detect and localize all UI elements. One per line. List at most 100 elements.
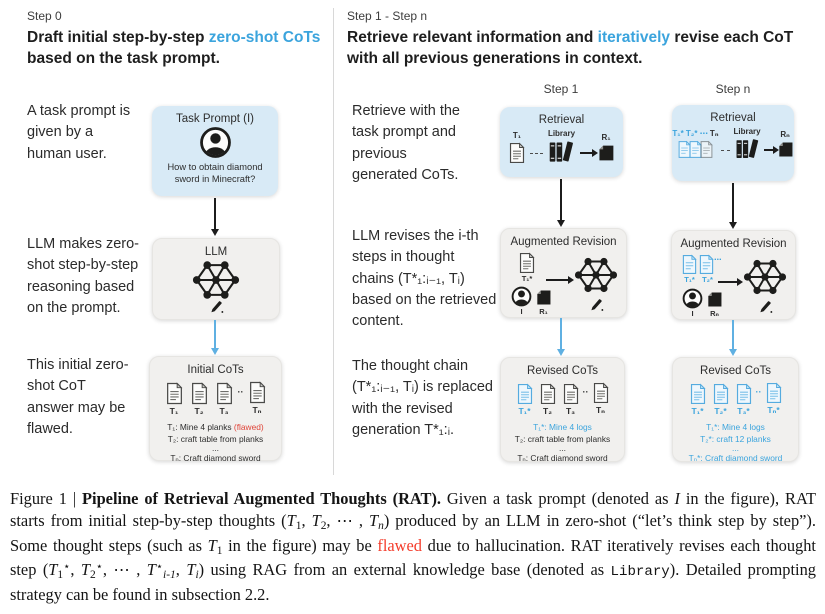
left-side-text-1: A task prompt is given by a human user.: [27, 103, 131, 162]
caption-segment: 2: [89, 569, 96, 582]
caption-segment: ⋆: [63, 559, 71, 574]
cot-line: T₁: Mine 4 planks (flawed): [150, 422, 281, 434]
library-label: Library: [733, 127, 761, 136]
document-icon: [166, 382, 182, 405]
right-heading-blue: iteratively: [597, 29, 671, 46]
retrieval-box-step1: Retrieval T₁ Library: [500, 107, 623, 177]
cot-line: T₂: craft table from planks: [514, 433, 611, 444]
retrieved-page-icon: [537, 290, 551, 305]
dashed-connector: [530, 152, 543, 154]
doc-label: T₂*: [714, 406, 727, 416]
revised-cots-title: Revised CoTs: [527, 365, 598, 377]
doc-stack: [677, 140, 714, 159]
cot-line: T₁*: Mine 4 logs: [533, 422, 592, 432]
retrieval-input-label: T₁* T₂* ⋯ Tₙ: [672, 129, 718, 138]
cot-line: Tₙ*: Craft diamond sword: [688, 452, 783, 463]
doc-label: Tₙ: [595, 405, 606, 415]
right-heading-pre: Retrieve relevant information and: [347, 29, 598, 46]
caption-segment: I: [674, 489, 680, 508]
doc-cell: T₁*: [516, 383, 534, 416]
caption-segment: Given a task prompt (denoted as: [441, 489, 675, 508]
caption-segment: ⋆: [95, 559, 103, 574]
document-icon: [191, 382, 207, 405]
doc-cell: Tₙ: [248, 381, 267, 416]
cot-line: Tₙ: Craft diamond sword: [517, 452, 608, 463]
retrieval-input: T₁: [508, 131, 526, 164]
doc-ellipsis: ··: [755, 387, 762, 397]
caption-segment: T: [286, 511, 296, 531]
caption-segment: ,: [70, 560, 81, 580]
panel-divider: [333, 8, 334, 475]
initial-cots-doc-row: T₁ T₂ T₃ ·· Tₙ: [150, 381, 281, 416]
right-side-text-3: The thought chain (T*₁:ᵢ₋₁, Tᵢ) is repla…: [352, 358, 493, 438]
caption-segment: ). Detailed prompting strategy can be fo…: [10, 560, 816, 604]
document-icon: [690, 383, 706, 405]
doc-cell: Tₙ: [592, 382, 610, 416]
retrieved-page-icon: [778, 142, 793, 157]
retrieval-title: Retrieval: [538, 114, 585, 126]
revision-person-label: I: [520, 307, 523, 316]
llm-box: LLM: [152, 238, 280, 320]
caption-segment: ,: [301, 511, 312, 531]
retrieval-row: T₁ Library R₁: [500, 129, 623, 165]
caption-segment: i: [195, 569, 199, 582]
caption-segment: Figure 1 |: [10, 489, 82, 508]
caption-segment: ⋆: [155, 559, 164, 574]
cot-line-text: T₁: Mine 4 planks: [167, 422, 234, 432]
document-icon: [700, 140, 713, 158]
doc-label: T₁*: [684, 275, 695, 284]
left-heading: Draft initial step-by-step zero-shot CoT…: [27, 27, 323, 69]
neural-net-icon: [574, 257, 618, 293]
initial-cots-box: Initial CoTs T₁ T₂ T₃ ·· Tₙ T₁: Mine 4 p…: [149, 356, 282, 464]
caption-segment: ,: [175, 560, 187, 580]
document-icon: [736, 383, 752, 405]
caption-segment: T: [146, 560, 156, 580]
left-side-text-3: This initial zero-shot CoT answer may be…: [27, 357, 129, 437]
arrow-right: [718, 278, 743, 285]
caption-segment: 1: [57, 569, 64, 582]
arrow-right: [763, 146, 779, 154]
doc-ellipsis: ··: [582, 387, 589, 397]
caption-segment: T: [80, 560, 90, 580]
caption-segment: n: [378, 520, 384, 533]
caption-segment: T: [48, 560, 58, 580]
retrieval-box-stepn: Retrieval T₁* T₂* ⋯ Tₙ Library: [672, 105, 794, 181]
initial-cots-lines: T₁: Mine 4 planks (flawed) T₂: craft tab…: [150, 422, 281, 464]
retrieved-page-icon: [708, 292, 722, 307]
pencil-icon: [591, 299, 604, 311]
cot-line-ellipsis: ...: [559, 443, 566, 454]
revised-cots-lines: T₁*: Mine 4 logs T₂: craft table from pl…: [501, 422, 624, 464]
revised-cots-doc-row: T₁* T₂* T₃* ·· Tₙ*: [673, 382, 798, 416]
person-icon: [199, 127, 231, 158]
doc-cell: T₁*: [689, 383, 707, 416]
right-heading-post: revise each CoT with all previous genera…: [347, 29, 794, 68]
cot-line: Tₙ: Craft diamond sword: [170, 452, 261, 463]
task-prompt-title: Task Prompt (I): [176, 113, 254, 125]
document-icon: [517, 383, 533, 405]
document-icon: [519, 252, 535, 274]
revised-cots-box-step1: Revised CoTs T₁* T₂ T₃ ·· Tₙ T₁*: Mine 4…: [500, 357, 625, 464]
retrieval-input-label-blue: T₁* T₂* ⋯: [672, 129, 708, 138]
cot-line: T₂: craft table from planks: [167, 433, 264, 444]
left-heading-blue: zero-shot CoTs: [208, 29, 321, 46]
caption-segment: , ⋯ ,: [326, 511, 369, 531]
dashed-connector: [721, 149, 731, 151]
caption-segment: Pipeline of Retrieval Augmented Thoughts…: [82, 489, 442, 508]
library-books-icon: [736, 139, 758, 158]
llm-title: LLM: [204, 246, 228, 258]
doc-label: T₃: [219, 406, 229, 416]
figure-caption: Figure 1 | Pipeline of Retrieval Augment…: [10, 488, 816, 606]
arrow-right: [580, 149, 598, 157]
cot-line-ellipsis: ...: [212, 443, 219, 454]
retrieval-result: Rₙ: [777, 130, 794, 158]
caption-segment: 1: [216, 544, 223, 557]
cot-line: T₁*: Mine 4 logs: [706, 422, 765, 432]
pencil-icon: [210, 301, 223, 313]
doc-cell: T₂: [539, 383, 557, 416]
caption-segment: T: [207, 535, 217, 555]
initial-cots-title: Initial CoTs: [187, 364, 244, 376]
doc-cell: T₃: [215, 382, 234, 416]
doc-cell: T₃: [562, 383, 580, 416]
caption-segment: flawed: [377, 535, 422, 555]
retrieved-page-icon: [599, 145, 614, 160]
